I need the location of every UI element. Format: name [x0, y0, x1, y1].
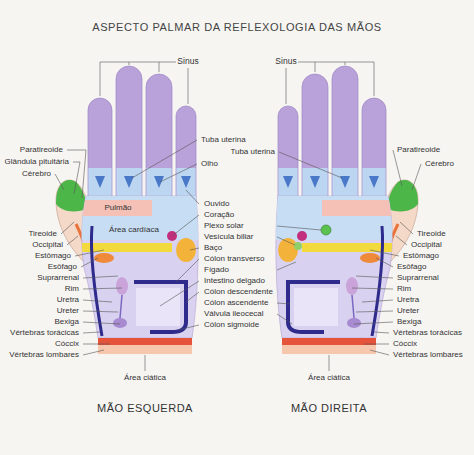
solar-plexus-point: [321, 225, 331, 235]
reflex-label: Plexo solar: [203, 221, 245, 230]
reflex-label: Coração: [203, 210, 235, 219]
reflex-label: Occipital: [410, 240, 443, 249]
reflex-label: Tuba uterina: [229, 147, 276, 156]
gallbladder-point: [294, 242, 302, 250]
reflex-label: Fígado: [203, 265, 230, 274]
right-hand: [272, 66, 418, 354]
reflex-label: Sinus: [176, 57, 199, 67]
reflex-label: Rim: [64, 284, 80, 293]
reflex-label: Suprarrenal: [36, 273, 80, 282]
reflex-label: Cólon transverso: [203, 254, 265, 263]
reflex-label: Tuba uterina: [200, 135, 247, 144]
reflex-label: Cólon ascendente: [203, 298, 270, 307]
reflex-label: Bexiga: [396, 317, 422, 326]
reflex-label: Glândula pituitária: [4, 157, 70, 166]
reflex-label: Válvula ileocecal: [203, 309, 265, 318]
reflex-label: Rim: [396, 284, 412, 293]
reflex-label: Intestino delgado: [203, 276, 266, 285]
reflex-label: Cóccix: [54, 339, 80, 348]
reflex-label: Paratireoide: [19, 145, 64, 154]
leader-line: [55, 62, 421, 371]
reflex-label: Cóccix: [392, 339, 418, 348]
reflex-label: Baço: [203, 243, 223, 252]
reflex-label: Esôfago: [396, 262, 427, 271]
reflex-label: Vértebras torácicas: [392, 328, 463, 337]
reflex-label: Tireoide: [27, 229, 58, 238]
reflex-label: Uretra: [396, 295, 420, 304]
reflex-label: Vesícula biliar: [203, 232, 254, 241]
reflex-label: Vértebras lombares: [392, 350, 464, 359]
reflex-label: Uretra: [56, 295, 80, 304]
right-hand-mirror: [272, 66, 418, 354]
reflex-label: Ureter: [396, 306, 420, 315]
reflex-label: Tireoide: [416, 229, 447, 238]
reflex-label: Área ciática: [123, 373, 167, 382]
reflex-label: Pulmão: [103, 203, 132, 212]
diagram-title: ASPECTO PALMAR DA REFLEXOLOGIA DAS MÃOS: [0, 21, 474, 33]
reflex-label: Cólon sigmoide: [203, 320, 260, 329]
reflex-label: Vértebras lombares: [8, 350, 80, 359]
reflex-label: Ouvido: [203, 199, 230, 208]
reflex-label: Olho: [200, 159, 219, 168]
hand-title: MÃO ESQUERDA: [96, 402, 194, 415]
reflex-label: Vértebras torácicas: [9, 328, 80, 337]
reflex-label: Sinus: [274, 57, 297, 67]
reflex-label: Cérebro: [424, 159, 455, 168]
reflex-label: Cólon descendente: [203, 287, 274, 296]
reflex-label: Estômago: [34, 251, 72, 260]
hand-title: MÃO DIREITA: [290, 402, 368, 415]
reflex-label: Bexiga: [54, 317, 80, 326]
reflex-label: Área ciática: [307, 373, 351, 382]
reflex-label: Suprarrenal: [396, 273, 440, 282]
reflex-label: Área cardíaca: [108, 225, 160, 234]
reflex-label: Estômago: [402, 251, 440, 260]
reflex-label: Ureter: [56, 306, 80, 315]
reflex-label: Paratireoide: [396, 145, 441, 154]
reflex-label: Esôfago: [47, 262, 78, 271]
reflex-label: Occipital: [31, 240, 64, 249]
left-hand: [56, 66, 202, 354]
reflex-label: Cérebro: [21, 169, 52, 178]
